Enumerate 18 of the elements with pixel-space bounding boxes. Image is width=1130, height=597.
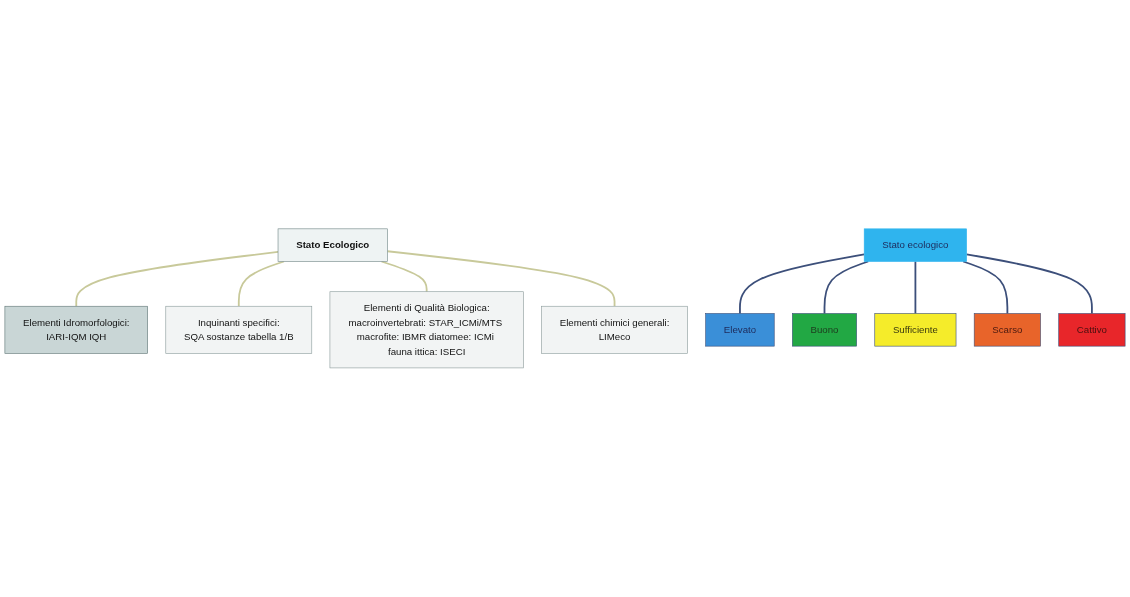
node-box: Elevato bbox=[705, 313, 775, 347]
node-box: Stato Ecologico bbox=[277, 228, 388, 262]
node-box: Scarso bbox=[973, 313, 1041, 347]
connector bbox=[237, 260, 285, 308]
node-box: Sufficiente bbox=[874, 313, 957, 347]
connector bbox=[75, 251, 279, 308]
connector bbox=[914, 260, 917, 315]
node-box: Elementi di Qualità Biologica: macroinvertebrati: STAR_ICMi/MTS macrofite: IBMR diatomee: ICMi fauna ittica: ISECI bbox=[329, 291, 524, 369]
node-box: Elementi Idromorfologici: IARI-IQM IQH bbox=[4, 306, 148, 354]
node-box: Buono bbox=[792, 313, 857, 347]
connector bbox=[739, 253, 866, 315]
connector bbox=[386, 250, 616, 308]
node-box: Inquinanti specifici: SQA sostanze tabella 1/B bbox=[165, 306, 313, 354]
node-box: Elementi chimici generali: LIMeco bbox=[541, 306, 688, 354]
connector bbox=[965, 253, 1093, 315]
node-box: Cattivo bbox=[1058, 313, 1126, 347]
node-box: Stato ecologico bbox=[863, 228, 967, 262]
connector bbox=[962, 260, 1009, 315]
